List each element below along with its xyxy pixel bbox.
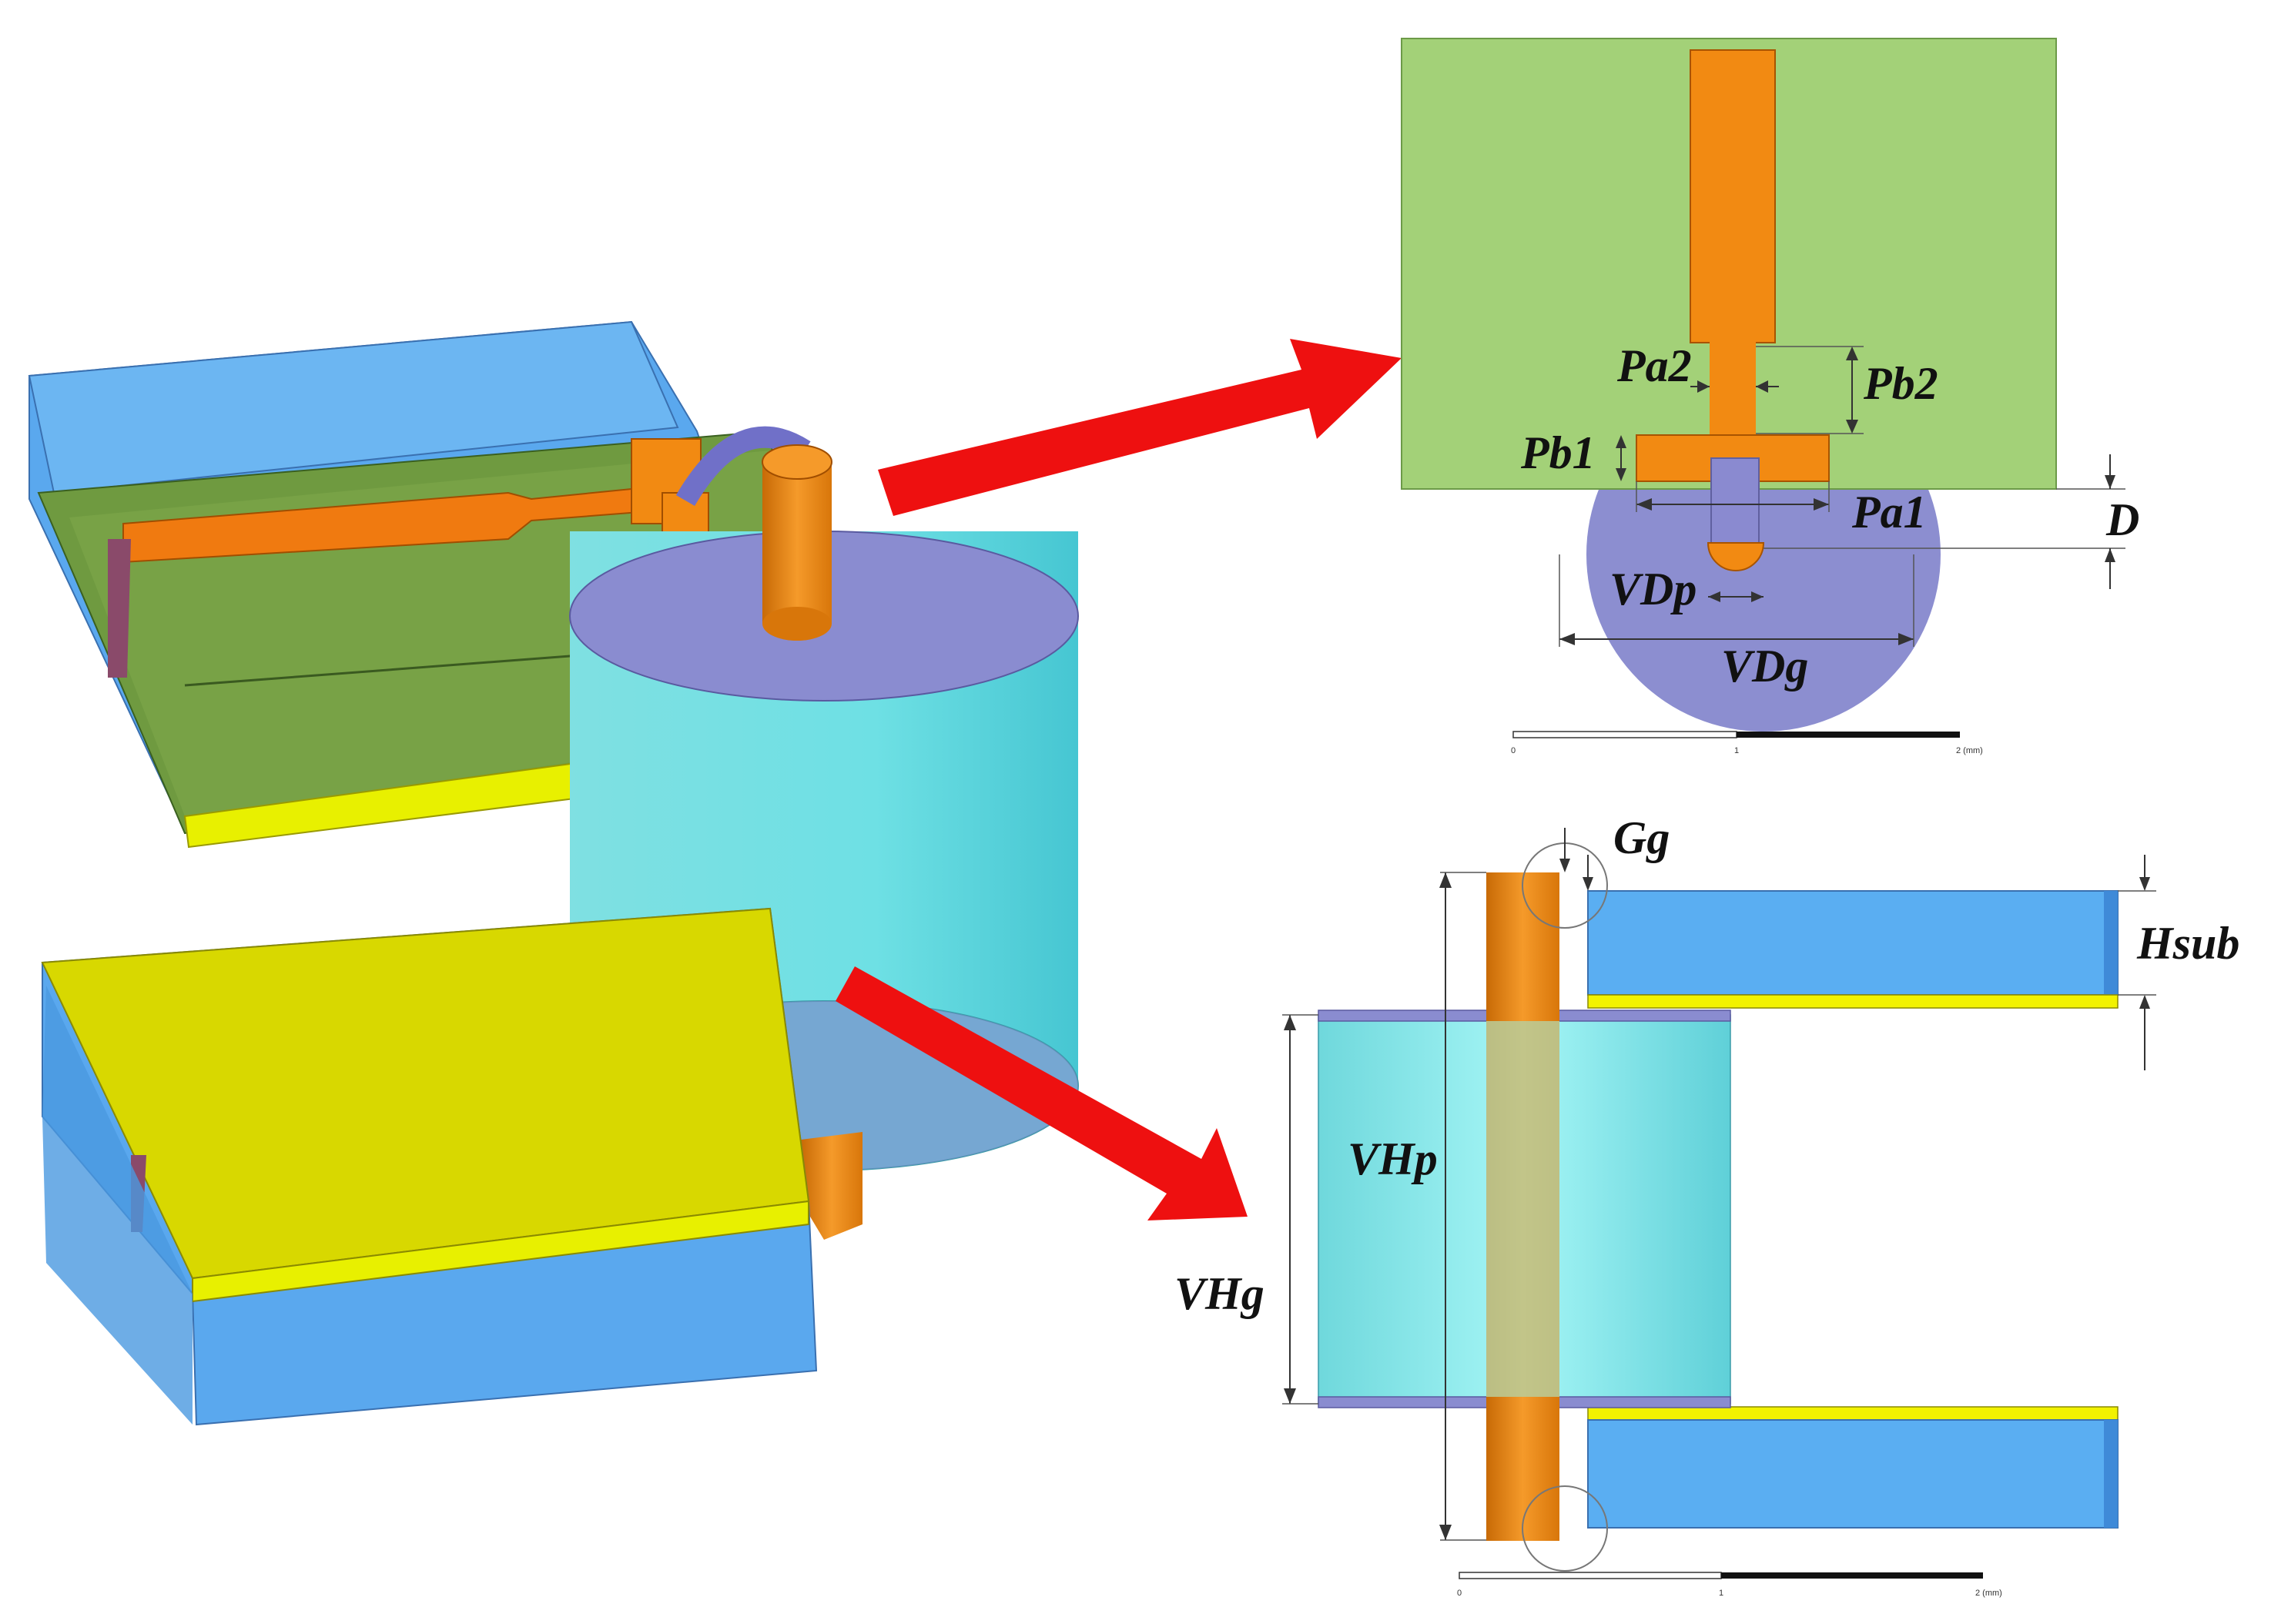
lower-substrate bbox=[41, 907, 818, 1426]
lower-substrate-section bbox=[1587, 1419, 2119, 1529]
arrow-to-side-view bbox=[836, 966, 1248, 1221]
label-vhg: VHg bbox=[1174, 1268, 1264, 1319]
side-scale-tick-0: 0 bbox=[1457, 1589, 1462, 1598]
via-pin-cap bbox=[1707, 542, 1765, 571]
lower-gold-layer bbox=[1587, 1406, 2119, 1421]
label-vhp: VHp bbox=[1348, 1133, 1438, 1184]
top-view-diagram: Pa2 Pb2 Pb1 Pa1 D VDp VDg 0 1 2 (mm) bbox=[1401, 38, 2139, 755]
label-gg: Gg bbox=[1613, 812, 1670, 863]
label-d: D bbox=[2105, 494, 2139, 545]
top-scale-tick-0: 0 bbox=[1511, 746, 1516, 755]
side-scale-tick-1: 1 bbox=[1719, 1589, 1723, 1598]
label-vdg: VDg bbox=[1721, 641, 1808, 691]
upper-gold-layer bbox=[1587, 994, 2119, 1009]
side-scale-tick-2: 2 (mm) bbox=[1975, 1589, 2002, 1598]
feed-line bbox=[1690, 49, 1776, 343]
label-pb1: Pb1 bbox=[1520, 427, 1596, 478]
side-view-diagram: Gg Hsub VHp VHg 0 1 2 (mm) bbox=[1174, 812, 2239, 1598]
top-scale-bar: 0 1 2 (mm) bbox=[1511, 731, 1983, 755]
top-scale-tick-2: 2 (mm) bbox=[1956, 746, 1983, 755]
via-pad bbox=[1710, 457, 1760, 544]
top-scale-tick-1: 1 bbox=[1734, 746, 1739, 755]
upper-substrate-section bbox=[1587, 890, 2119, 996]
label-hsub: Hsub bbox=[2136, 918, 2239, 969]
label-vdp: VDp bbox=[1609, 564, 1697, 614]
label-pa2: Pa2 bbox=[1616, 340, 1692, 391]
side-scale-bar: 0 1 2 (mm) bbox=[1457, 1572, 2002, 1598]
3d-model bbox=[28, 320, 1079, 1426]
label-pa1: Pa1 bbox=[1851, 487, 1927, 537]
arrow-to-top-view bbox=[878, 339, 1402, 516]
feed-neck bbox=[1710, 339, 1756, 439]
label-pb2: Pb2 bbox=[1863, 358, 1938, 409]
